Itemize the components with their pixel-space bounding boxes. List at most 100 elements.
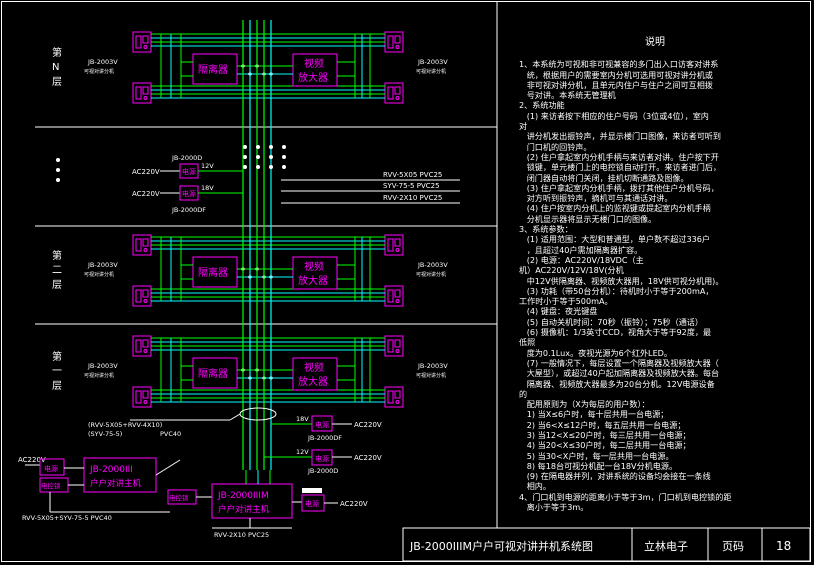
note-line: 4、门口机到电源的距离小于等于3m，门口机到电控锁的距 [519, 491, 732, 502]
note-line: (3) 功耗（带50台分机）：待机时小于等于200mA， [519, 285, 714, 296]
isolator: 隔离器 [192, 357, 238, 389]
note-line: (3) 住户拿起室内分机手柄，拨打其他住户分机号码， [519, 182, 719, 193]
intercom-handset-icon [384, 386, 404, 408]
note-line: 对 [519, 121, 528, 132]
svg-text:电控锁: 电控锁 [41, 481, 61, 490]
host-unit-2 [211, 483, 293, 519]
cable-label: RVV-5X05+SYV-75-5 PVC40 [22, 514, 112, 522]
intercom-handset-icon [132, 31, 152, 53]
svg-text:AC220V: AC220V [18, 456, 46, 464]
video-amplifier: 视频放大器 [292, 256, 338, 290]
video-amplifier: 视频放大器 [292, 53, 338, 87]
title-block: JB-2000IIIM户户可视对讲并机系统图 立林电子 页码 18 [402, 527, 811, 562]
note-line: 中12V供隔离器、视频放大器用，18V供可视分机用)。 [519, 275, 724, 286]
floor-label: 层 [52, 380, 62, 392]
psu-box [39, 458, 65, 476]
note-line: (1) 来访者按下相应的住户号码（3位或4位），室内 [519, 110, 709, 121]
svg-text:电源: 电源 [315, 454, 329, 463]
unit-desc: 可视对讲分机 [416, 68, 446, 75]
note-line: 大屋型），或超过40户起加隔离器及视频放大器。每台 [519, 368, 720, 379]
voltage-label: 12V [201, 162, 214, 170]
notes-panel: 说明 1、本系统为可视和非可视兼容的多门出入口访客对讲系 统，根据用户的需要室内… [519, 37, 781, 512]
svg-text:户户对讲主机: 户户对讲主机 [218, 504, 270, 515]
page-label: 页码 [722, 540, 744, 553]
cable-label: RVV-2X10 PVC25 [214, 531, 269, 539]
unit-model: JB-2003V [87, 58, 118, 66]
unit-model: JB-2003V [87, 362, 118, 370]
svg-text:电源: 电源 [182, 189, 196, 198]
psu-model: JB-2000DF [307, 434, 342, 442]
floor-label: 层 [52, 76, 62, 88]
note-line: (6) 摄像机：1/3英寸CCD，视角大于等于92度，最 [519, 327, 712, 338]
isolator: 隔离器 [192, 256, 238, 288]
note-line: (1) 适用范围：大型和普通型，单户数不超过336户 [519, 234, 710, 245]
svg-text:电源: 电源 [44, 464, 58, 473]
note-line: 配用原则为（X为每层的用户数）： [519, 399, 650, 410]
unit-desc: 可视对讲分机 [84, 271, 114, 278]
svg-text:电源: 电源 [305, 499, 319, 508]
note-line: 机）AC220V/12V/18V(分机 [519, 265, 624, 276]
intercom-handset-icon [384, 31, 404, 53]
unit-desc: 可视对讲分机 [416, 372, 446, 379]
svg-text:电控锁: 电控锁 [169, 493, 189, 502]
note-line: (2) 住户拿起室内分机手柄与来访者对讲。住户按下开 [519, 151, 719, 162]
note-line: 2、系统功能 [519, 100, 565, 111]
note-line: 对方听到振铃声，摘机可与其通话对讲。 [519, 193, 673, 204]
riser-bus [242, 20, 272, 470]
omitted-floors-dots [56, 145, 286, 182]
note-line: 2) 当6<X≤12户时，每五层共用一台电源； [519, 419, 686, 430]
svg-text:视频: 视频 [304, 260, 324, 273]
intercom-handset-icon [384, 82, 404, 104]
note-line: 隔离器、视频放大器最多为20台分机。12V电源设备 [519, 378, 715, 389]
cable-label: RVV-5X05 PVC25 [383, 171, 442, 179]
note-line: 号对讲。本系统无管理机 [519, 90, 616, 101]
psu-model: JB-2000DF [171, 206, 206, 214]
floor-label: 第 [52, 249, 62, 262]
intercom-handset-icon [132, 234, 152, 256]
intercom-handset-icon [132, 82, 152, 104]
floor-label: 第 [52, 350, 62, 363]
note-line: (4) 键盘：夜光键盘 [519, 306, 598, 317]
svg-text:视频: 视频 [304, 57, 324, 70]
host-section: (RVV-5X05+RVV-4X10) (SYV-75-5) PVC40 18V… [18, 407, 382, 539]
floor-label: N [52, 62, 59, 73]
unit-desc: 可视对讲分机 [84, 372, 114, 379]
note-line: 闭门器自动将门关闭，挂机切断通路及图像。 [519, 172, 689, 183]
intercom-handset-icon [384, 335, 404, 357]
psu-model: JB-2000D [307, 467, 338, 475]
note-line: 4) 当20<X≤30户时，每二层共用一台电源； [519, 440, 691, 451]
svg-text:AC220V: AC220V [354, 454, 382, 462]
intercom-handset-icon [384, 234, 404, 256]
note-line: 统，根据用户的需要室内分机可选用可视对讲分机或 [519, 69, 713, 80]
svg-text:电源: 电源 [315, 420, 329, 429]
svg-text:放大器: 放大器 [298, 71, 328, 84]
floor-label: 层 [52, 279, 62, 291]
voltage-label: 18V [201, 184, 214, 192]
note-line: 分机显示器将显示无楼门口的图像。 [519, 213, 657, 224]
unit-desc: 可视对讲分机 [416, 271, 446, 278]
note-line: 讲分机发出振铃声，并显示楼门口图像，来访者可听到 [519, 131, 721, 142]
psu-model: JB-2000D [171, 154, 202, 162]
note-line: 相内。 [519, 481, 551, 492]
note-line: (4) 住户按室内分机上的监视键或提起室内分机手柄 [519, 203, 711, 214]
note-line: (2) 电源：AC220V/18VDC（主 [519, 254, 644, 265]
note-line: 的 [519, 388, 528, 399]
svg-text:放大器: 放大器 [298, 375, 328, 388]
svg-text:放大器: 放大器 [298, 274, 328, 287]
company-name: 立林电子 [644, 539, 688, 553]
note-line: 工作时小于等于500mA。 [519, 296, 613, 307]
note-line: 门口机的回铃声。 [519, 141, 592, 152]
cable-label: (RVV-5X05+RVV-4X10) [88, 421, 162, 429]
svg-text:隔离器: 隔离器 [198, 266, 228, 279]
note-line: 3) 当12<X≤20户时，每三层共用一台电源； [519, 429, 691, 440]
cable-label: SYV-75-5 PVC25 [383, 182, 440, 190]
svg-text:隔离器: 隔离器 [198, 367, 228, 380]
unit-model: JB-2003V [417, 362, 448, 370]
note-line: (7) 一般情况下，每层设置一个隔离器及视频放大器（ [519, 357, 719, 368]
intercom-handset-icon [132, 285, 152, 307]
svg-text:JB-2000III: JB-2000III [89, 465, 133, 475]
svg-text:AC220V: AC220V [340, 500, 368, 508]
isolator: 隔离器 [192, 53, 238, 85]
